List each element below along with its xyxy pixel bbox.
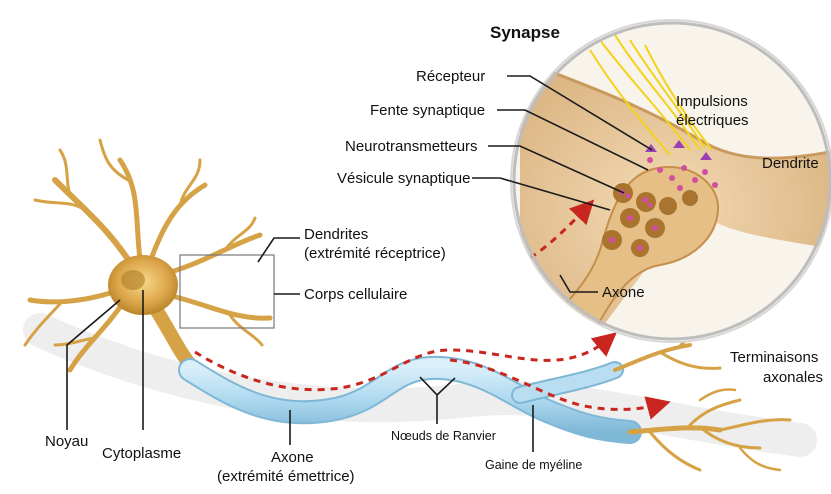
label-terminaisons-1: Terminaisons xyxy=(730,349,818,366)
label-neurotransmetteurs: Neurotransmetteurs xyxy=(345,138,478,155)
synapse-zoom xyxy=(510,19,831,350)
label-axone-synapse: Axone xyxy=(602,284,645,301)
label-noeuds-ranvier: Nœuds de Ranvier xyxy=(391,429,496,443)
label-vesicule-synaptique: Vésicule synaptique xyxy=(337,170,470,187)
label-dendrites-2: (extrémité réceptrice) xyxy=(304,245,446,262)
label-noyau: Noyau xyxy=(45,433,88,450)
label-recepteur: Récepteur xyxy=(416,68,485,85)
label-terminaisons-2: axonales xyxy=(763,369,823,386)
label-cytoplasme: Cytoplasme xyxy=(102,445,181,462)
label-impulsions-1: Impulsions xyxy=(676,93,748,110)
label-impulsions-2: électriques xyxy=(676,112,749,129)
nucleus xyxy=(121,270,145,290)
label-axone-1: Axone xyxy=(271,449,314,466)
label-corps-cellulaire: Corps cellulaire xyxy=(304,286,407,303)
synapse-title: Synapse xyxy=(490,23,560,42)
label-dendrites-1: Dendrites xyxy=(304,226,368,243)
label-fente-synaptique: Fente synaptique xyxy=(370,102,485,119)
label-dendrite: Dendrite xyxy=(762,155,819,172)
label-axone-2: (extrémité émettrice) xyxy=(217,468,355,485)
label-gaine-myeline: Gaine de myéline xyxy=(485,458,582,472)
